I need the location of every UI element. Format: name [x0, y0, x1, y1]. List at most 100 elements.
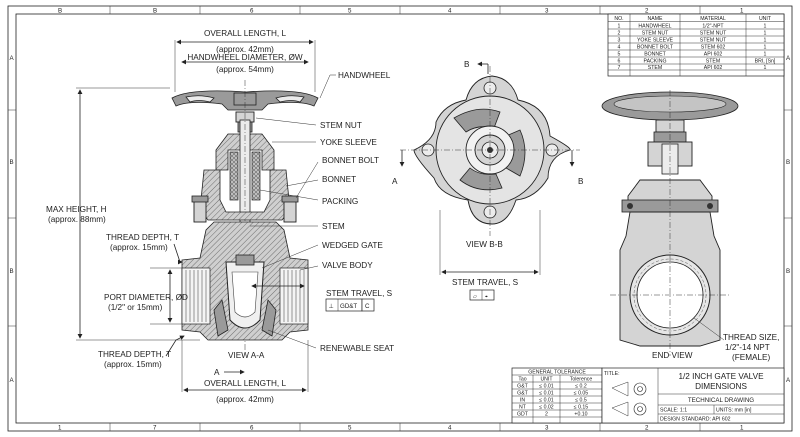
parts-cell-4-1: BONNET	[644, 52, 666, 58]
callout-yoke-sleeve: YOKE SLEEVE	[320, 138, 377, 147]
tolerance-cell-3-2: ≤ 0.15	[574, 405, 588, 411]
thread-note-line3: (FEMALE)	[732, 353, 770, 362]
gdt-c-label: C	[365, 303, 370, 310]
handwheel-diameter-label: HANDWHEEL DIAMETER, ØW	[187, 53, 303, 62]
parts-cell-6-1: STEM	[648, 65, 662, 71]
tolerance-header-1: UNIT	[540, 377, 553, 383]
top-view-b-b: B A B VIEW B-B STEM TRAVEL, S ▱ ⌖	[392, 60, 584, 301]
parts-cell-1-1: STEM NUT	[642, 31, 669, 37]
parts-cell-0-2: 1/2"-NPT	[702, 24, 724, 30]
thread-depth-top-label: THREAD DEPTH, T	[106, 233, 179, 242]
callout-renewable-seat: RENEWABLE SEAT	[320, 344, 394, 353]
callout-packing: PACKING	[322, 197, 358, 206]
units-label: UNITS: mm [in]	[716, 408, 752, 414]
zone-bottom-number-3: 6	[250, 425, 254, 432]
zone-bottom-number-6: 3	[545, 425, 549, 432]
thread-depth-bottom-label: THREAD DEPTH, T	[98, 350, 171, 359]
callout-handwheel: HANDWHEEL	[338, 71, 391, 80]
zone-top-letter-2: B	[153, 8, 157, 15]
tolerance-cell-2-2: ≤ 0.5	[575, 398, 587, 404]
bonnet-section	[199, 169, 291, 221]
callout-wedged-gate: WEDGED GATE	[322, 241, 383, 250]
parts-cell-6-3: 1	[764, 65, 767, 71]
title-block: TITLE: 1/2 INCH GATE VALVE DIMENSIONS TE…	[601, 367, 785, 424]
parts-cell-3-2: STEM 602	[701, 45, 726, 51]
port-diameter-label: PORT DIAMETER, ØD	[104, 293, 188, 302]
tolerance-cell-0-1: ≤ 0.01	[539, 384, 553, 390]
section-marker-a: A	[214, 368, 220, 377]
zone-top-number-2: 5	[348, 8, 352, 15]
scale-label: SCALE: 1:1	[660, 408, 687, 414]
callout-stem-nut: STEM NUT	[320, 121, 362, 130]
parts-cell-2-0: 3	[618, 38, 621, 44]
parts-header-0: NO.	[614, 16, 623, 22]
projection-symbol-icon	[611, 381, 647, 417]
title-line-1: 1/2 INCH GATE VALVE	[678, 372, 764, 381]
thread-note-line1: THREAD SIZE,	[723, 333, 779, 342]
tolerance-title: GENERAL TOLERANCE	[528, 370, 586, 376]
overall-length-bottom-sub: (approx. 42mm)	[216, 395, 274, 404]
design-standard-label: DESIGN STANDARD: API 602	[660, 417, 731, 423]
parts-table	[607, 13, 785, 77]
title-line-2: DIMENSIONS	[695, 382, 747, 391]
tolerance-cell-1-2: ≤ 0.05	[574, 391, 588, 397]
tolerance-cell-3-1: ≤ 0.02	[539, 405, 553, 411]
callout-valve-body: VALVE BODY	[322, 261, 373, 270]
parts-cell-0-0: 1	[618, 24, 621, 30]
zone-top-number-5: 2	[645, 8, 649, 15]
tolerance-cell-4-2: +0.10	[574, 412, 587, 418]
zone-right-letter-1: A	[786, 55, 791, 62]
zone-bottom-number-1: 1	[58, 425, 62, 432]
callout-bonnet: BONNET	[322, 175, 356, 184]
part-callouts: HANDWHEEL STEM NUT YOKE SLEEVE BONNET BO…	[250, 71, 394, 353]
parts-cell-3-3: 1	[764, 45, 767, 51]
tolerance-cell-2-1: ≤ 0.01	[539, 398, 553, 404]
zone-bottom-number-2: 7	[153, 425, 157, 432]
zone-left-letter-1: A	[10, 55, 15, 62]
parts-cell-4-2: API 602	[704, 52, 723, 58]
zone-right-letter-4: A	[786, 377, 791, 384]
drawing-subtitle: TECHNICAL DRAWING	[688, 397, 754, 404]
overall-length-bottom-label: OVERALL LENGTH, L	[204, 379, 287, 388]
overall-length-top-sub: (approx. 42mm)	[216, 45, 274, 54]
parts-cell-5-2: STEM	[706, 59, 720, 65]
gdt-box-label: GD&T	[340, 303, 357, 310]
thread-note-line2: 1/2"-14 NPT	[725, 343, 770, 352]
flatness-symbol-icon: ▱	[473, 294, 477, 300]
zone-top-number-4: 3	[545, 8, 549, 15]
parts-cell-6-0: 7	[618, 65, 621, 71]
position-symbol-icon: ⌖	[485, 294, 488, 300]
parts-cell-4-0: 5	[618, 52, 621, 58]
parts-cell-1-2: STEM NUT	[700, 31, 727, 37]
tolerance-cell-2-0: IN	[520, 398, 525, 404]
gdt-symbol-icon: ⊥	[329, 303, 334, 310]
parts-header-1: NAME	[648, 16, 664, 22]
parts-header-3: UNIT	[759, 16, 772, 22]
parts-cell-5-1: PACKING	[644, 59, 667, 65]
zone-bottom-number-7: 2	[645, 425, 649, 432]
parts-cell-1-0: 2	[618, 31, 621, 37]
parts-cell-2-3: 1	[764, 38, 767, 44]
tolerance-cell-3-0: NT	[519, 405, 527, 411]
thread-depth-bottom-sub: (approx. 15mm)	[104, 360, 162, 369]
top-view-label: VIEW B-B	[466, 240, 503, 249]
tolerance-table: GENERAL TOLERANCE	[511, 367, 603, 424]
max-height-label: MAX HEIGHT, H	[46, 205, 107, 214]
tolerance-cell-1-1: ≤ 0.01	[539, 391, 553, 397]
end-view: THREAD SIZE, 1/2"-14 NPT (FEMALE) END VI…	[601, 90, 779, 362]
zone-right-letter-3: B	[786, 268, 790, 275]
zone-right-letter-2: B	[786, 159, 790, 166]
yoke-section	[215, 133, 275, 171]
parts-cell-3-0: 4	[618, 45, 621, 51]
zone-left-letter-2: B	[10, 159, 14, 166]
tolerance-header-2: Tolerence	[570, 377, 593, 383]
zone-top-number-6: 1	[740, 8, 744, 15]
section-view-a-a	[171, 80, 319, 350]
section-dimensions: OVERALL LENGTH, L (approx. 42mm) HANDWHE…	[46, 29, 316, 404]
max-height-sub: (approx. 88mm)	[48, 215, 106, 224]
zone-top-letter-1: B	[58, 8, 62, 15]
zone-left-letter-4: A	[10, 377, 15, 384]
